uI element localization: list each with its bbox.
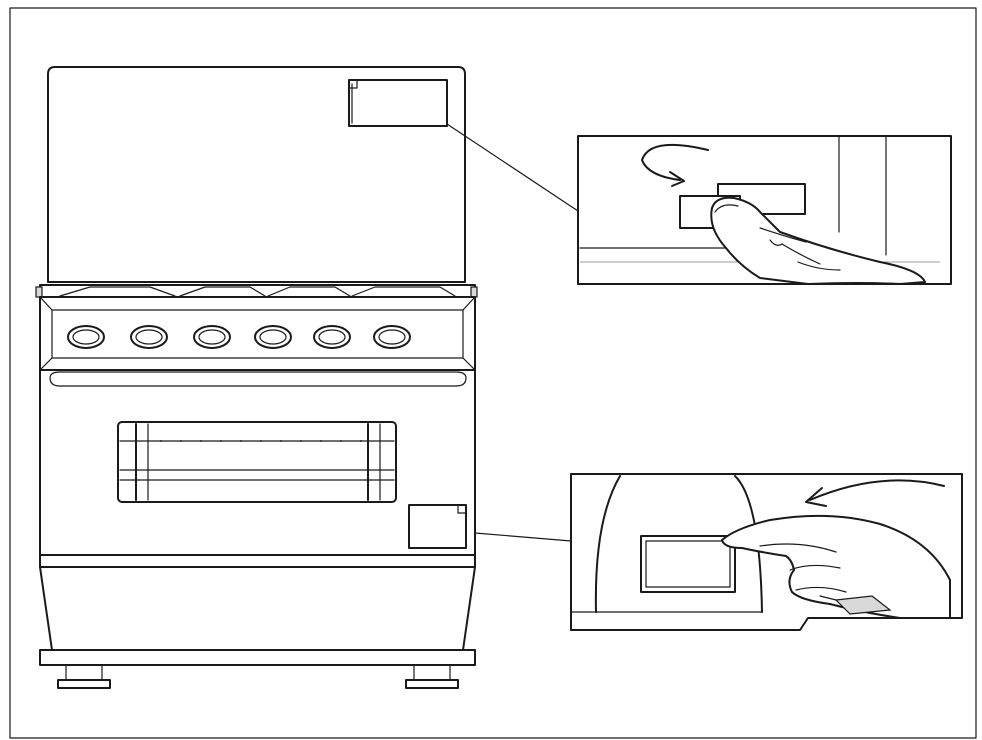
window-icon <box>117 421 397 503</box>
oven-door <box>39 369 476 556</box>
storage-drawer <box>39 554 476 666</box>
knob-icon <box>130 325 168 349</box>
knobs <box>67 325 411 349</box>
hand-peel-icon <box>721 514 951 619</box>
knob-icon <box>67 325 105 349</box>
figure-border <box>9 7 977 739</box>
hand-peel-icon <box>710 196 926 285</box>
knob-icon <box>373 325 411 349</box>
label-top-sticker-icon <box>348 79 448 127</box>
door-handle <box>49 371 467 387</box>
knob-icon <box>313 325 351 349</box>
swipe-arrow-icon <box>805 479 945 507</box>
knob-icon <box>254 325 292 349</box>
hob-top <box>35 284 478 298</box>
detail-peel-top <box>577 135 952 285</box>
cooker-icon <box>35 66 478 689</box>
detail-peel-bottom <box>570 473 963 631</box>
label-bottom-sticker-icon <box>408 504 467 549</box>
knob-icon <box>193 325 231 349</box>
rotate-arrow-icon <box>641 143 709 187</box>
leader-line-bottom <box>474 532 572 542</box>
cooker-feet <box>57 664 459 689</box>
leader-line-top <box>446 123 579 212</box>
sticker-icon <box>640 535 736 593</box>
